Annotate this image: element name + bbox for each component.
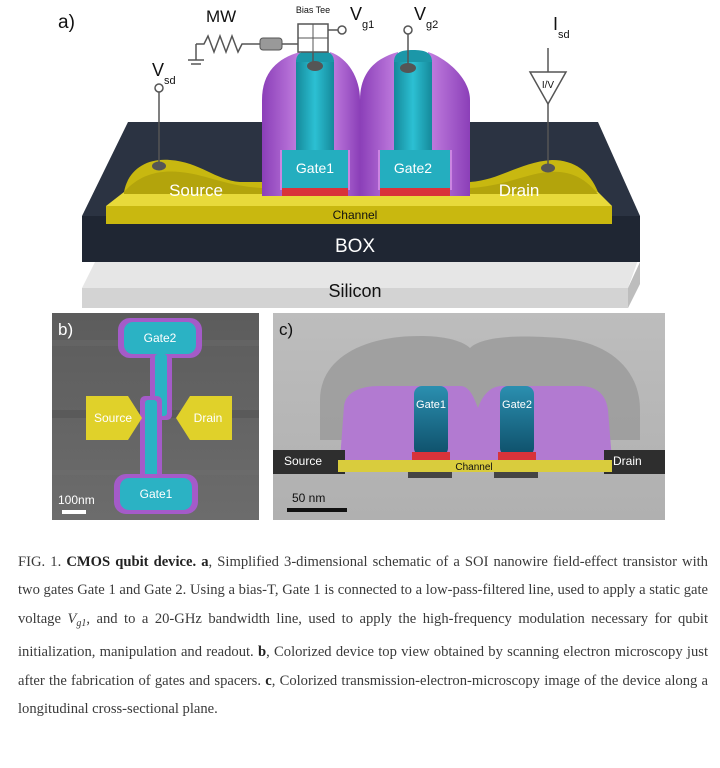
vg2-label: Vg2 (414, 4, 438, 31)
source-label: Source (169, 181, 223, 200)
sem-gate1-label: Gate1 (140, 487, 173, 501)
sem-source-label: Source (94, 411, 132, 425)
tem-source-label: Source (284, 454, 322, 468)
isd-label: Isd (553, 14, 570, 41)
panel-a: a) Silicon BOX Channel Source (58, 4, 640, 308)
gate-2-contact (400, 63, 416, 73)
figure: a) Silicon BOX Channel Source (52, 4, 665, 520)
panel-b-label: b) (58, 320, 73, 339)
silicon-layer: Silicon (82, 260, 640, 308)
channel-label: Channel (333, 208, 378, 222)
silicon-label: Silicon (328, 281, 381, 301)
gate-1-contact (307, 61, 323, 71)
capacitor-icon (259, 37, 283, 51)
tem-scale-bar (287, 508, 347, 512)
panel-c: Gate1 Gate2 Source Drain Channel c) 50 n… (273, 313, 665, 520)
caption-v-sub: g1 (76, 617, 87, 629)
caption-fig-number: FIG. 1. (18, 554, 62, 570)
figure-caption: FIG. 1. CMOS qubit device. a, Simplified… (18, 548, 708, 723)
resistor-icon (196, 33, 248, 55)
tem-gate2-label: Gate2 (502, 399, 532, 411)
gate-1-label: Gate1 (296, 160, 334, 176)
panel-a-label: a) (58, 12, 75, 33)
iv-label: I/V (542, 80, 555, 91)
sem-gate2-label: Gate2 (144, 331, 177, 345)
caption-a-letter: a (201, 554, 209, 570)
caption-a-text-2: , and to a 20-GHz bandwidth line, used t… (18, 610, 708, 661)
vg2-probe: Vg2 (403, 4, 438, 64)
caption-c-text: , Colorized transmission-electron-micros… (18, 672, 709, 718)
gate-2-stack: Gate2 (360, 50, 470, 196)
sem-drain-label: Drain (194, 411, 223, 425)
panel-c-label: c) (279, 320, 293, 339)
caption-b-text: , Colorized device top view obtained by … (18, 644, 709, 689)
vsd-label: Vsd (152, 60, 176, 87)
caption-c-letter: c (265, 672, 272, 689)
gate-1-stack: Gate1 (262, 50, 360, 196)
gate-2-label: Gate2 (394, 160, 432, 176)
panel-b: Gate2 Gate1 Source Drain b) 100nm (52, 313, 259, 520)
tem-gate1-label: Gate1 (416, 399, 446, 411)
sem-scale-bar (62, 510, 86, 514)
vg1-label: Vg1 (350, 4, 374, 31)
caption-v-symbol: V (67, 610, 77, 627)
caption-a-text: , Simplified 3-dimensional schematic of … (18, 554, 708, 627)
tem-channel-label: Channel (455, 462, 492, 473)
bias-tee-label: Bias Tee (296, 5, 330, 15)
mw-label: MW (206, 7, 236, 26)
tem-drain-label: Drain (613, 454, 642, 468)
isd-probe: I/V Isd (528, 14, 570, 173)
caption-title: CMOS qubit device. (66, 554, 197, 570)
drain-label: Drain (499, 181, 540, 200)
box-label: BOX (335, 236, 375, 257)
vsd-probe: Vsd (152, 60, 176, 171)
channel: Channel (106, 192, 612, 224)
iv-amplifier (528, 71, 568, 106)
sem-scale-label: 100nm (58, 493, 95, 507)
caption-b-letter: b (258, 644, 267, 661)
tem-scale-label: 50 nm (292, 491, 325, 505)
mw-circuit: MW Bias Tee Vg1 (188, 4, 374, 65)
drain-pad: Drain (470, 160, 598, 200)
